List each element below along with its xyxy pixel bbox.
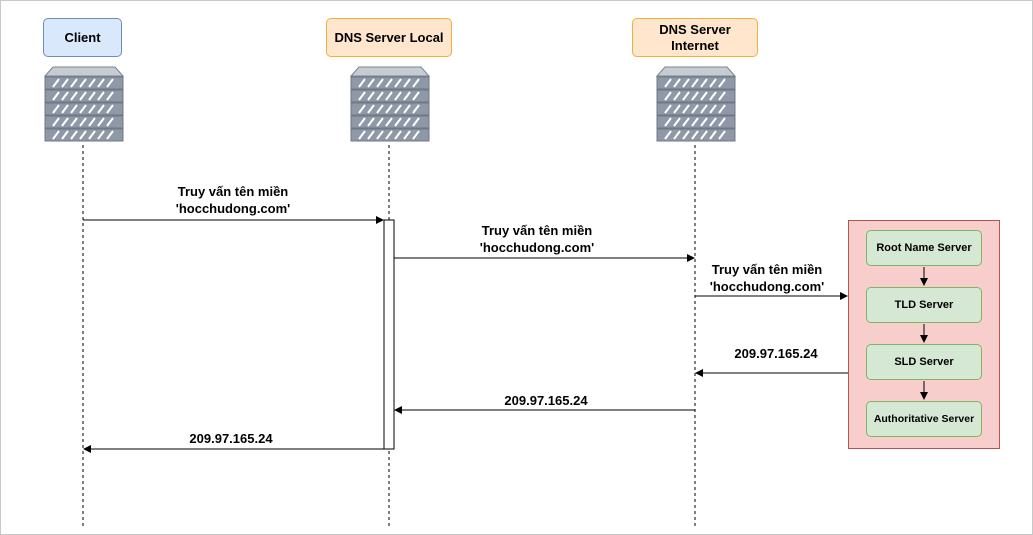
client-participant: Client (43, 18, 122, 57)
query-label-1: Truy vấn tên miền 'hocchudong.com' (175, 184, 291, 216)
dns-internet-participant: DNS Server Internet (632, 18, 758, 57)
sld-server-box: SLD Server (866, 344, 982, 380)
root-name-server-box: Root Name Server (866, 230, 982, 266)
dns-local-activation (383, 219, 395, 450)
query-label-2: Truy vấn tên miền 'hocchudong.com' (479, 223, 595, 255)
dns-internet-server-icon (655, 66, 737, 142)
reply-label-3: 209.97.165.24 (189, 431, 273, 446)
reply-label-1: 209.97.165.24 (734, 346, 818, 361)
dns-local-server-icon (349, 66, 431, 142)
tld-server-box: TLD Server (866, 287, 982, 323)
client-server-icon (43, 66, 125, 142)
query-label-3: Truy vấn tên miền 'hocchudong.com' (709, 262, 825, 294)
reply-label-2: 209.97.165.24 (504, 393, 588, 408)
dns-local-participant: DNS Server Local (326, 18, 452, 57)
authoritative-server-box: Authoritative Server (866, 401, 982, 437)
